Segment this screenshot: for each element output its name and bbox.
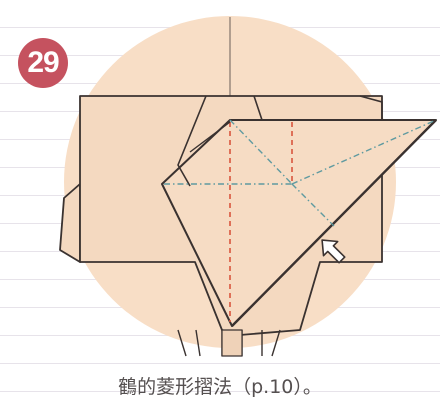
step-number-badge: 29 xyxy=(18,38,68,88)
mountain-fold-line xyxy=(291,119,437,185)
bottom-leg-fill xyxy=(221,329,243,357)
kite-top-crease xyxy=(189,121,231,153)
step-caption: 鶴的菱形摺法（p.10）。 xyxy=(118,376,322,398)
mountain-fold-line xyxy=(229,119,293,185)
fold-arrow-icon xyxy=(321,239,346,264)
upper-left-diagonal xyxy=(177,95,207,187)
mountain-fold-line xyxy=(291,183,335,227)
long-diagonal-edge xyxy=(231,119,437,327)
upper-right-diagonal xyxy=(253,95,263,121)
left-flap xyxy=(59,183,81,263)
